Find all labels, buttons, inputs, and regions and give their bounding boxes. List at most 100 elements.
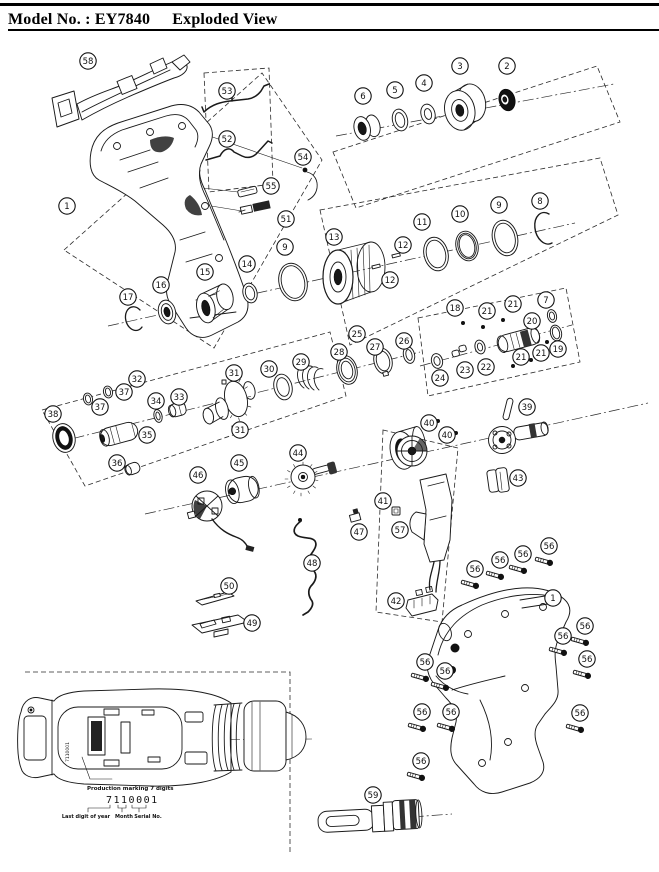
part-sleeve-35 — [99, 421, 139, 447]
balloon-52: 52 — [218, 130, 236, 148]
balloon-31: 31 — [225, 364, 243, 382]
balloon-53: 53 — [218, 82, 236, 100]
balloon-21: 21 — [504, 295, 522, 313]
balloon-54: 54 — [294, 148, 312, 166]
svg-text:4: 4 — [421, 79, 426, 89]
balloon-10: 10 — [451, 205, 469, 223]
svg-text:45: 45 — [234, 459, 245, 469]
part-boot-43 — [486, 467, 510, 493]
balloon-43: 43 — [509, 469, 527, 487]
part-pins-23 — [451, 344, 467, 358]
balloon-5: 5 — [386, 81, 404, 99]
svg-text:56: 56 — [416, 757, 427, 767]
balloon-32: 32 — [128, 370, 146, 388]
balloon-47: 47 — [350, 523, 368, 541]
svg-text:21: 21 — [508, 300, 519, 310]
balloon-1: 1 — [58, 197, 76, 215]
balloon-49: 49 — [243, 614, 261, 632]
balloon-7: 7 — [537, 291, 555, 309]
topview-drawing: 7110001 — [17, 688, 313, 787]
part-housing-right — [426, 587, 571, 795]
balloon-11: 11 — [413, 213, 431, 231]
part-shoulder-strap — [51, 54, 191, 128]
balloon-31: 31 — [231, 421, 249, 439]
part-oring-37b — [102, 385, 114, 399]
steel-ball — [511, 364, 515, 368]
balloon-24: 24 — [431, 369, 449, 387]
part-crank-39 — [488, 397, 549, 454]
svg-text:37: 37 — [119, 388, 130, 398]
part-plate-50 — [195, 591, 235, 606]
svg-text:56: 56 — [417, 708, 428, 718]
balloon-56: 56 — [491, 551, 509, 569]
part-bracket-47 — [348, 508, 362, 523]
balloon-37: 37 — [115, 383, 133, 401]
svg-text:22: 22 — [481, 363, 492, 373]
svg-text:41: 41 — [378, 497, 389, 507]
balloon-40: 40 — [420, 414, 438, 432]
screw-56 — [406, 771, 426, 781]
screw-56 — [570, 636, 590, 646]
vertical-serial-marking: 7110001 — [65, 742, 71, 762]
balloon-4: 4 — [415, 74, 433, 92]
part-bearing-2 — [498, 88, 516, 112]
svg-text:6: 6 — [360, 92, 365, 102]
svg-text:28: 28 — [334, 348, 345, 358]
balloon-29: 29 — [292, 353, 310, 371]
balloon-36: 36 — [108, 454, 126, 472]
part-connector-51 — [238, 200, 271, 215]
part-key-31a — [221, 379, 227, 385]
part-cap-15 — [196, 283, 234, 324]
svg-text:8: 8 — [537, 197, 542, 207]
part-snapring-8 — [534, 211, 553, 245]
svg-text:1: 1 — [550, 594, 555, 604]
balloon-9: 9 — [490, 196, 508, 214]
svg-text:34: 34 — [151, 397, 162, 407]
svg-text:56: 56 — [446, 708, 457, 718]
svg-text:56: 56 — [470, 565, 481, 575]
balloon-38: 38 — [44, 405, 62, 423]
svg-text:2: 2 — [504, 62, 509, 72]
svg-text:42: 42 — [391, 597, 402, 607]
part-fan-gear-44 — [284, 461, 337, 497]
screw-56 — [572, 669, 592, 679]
svg-text:39: 39 — [522, 403, 533, 413]
svg-text:40: 40 — [442, 431, 453, 441]
label-month: Month — [115, 814, 133, 820]
balloon-28: 28 — [330, 343, 348, 361]
balloon-55: 55 — [262, 177, 280, 195]
part-ring-38 — [52, 423, 76, 453]
svg-text:56: 56 — [495, 556, 506, 566]
balloon-51: 51 — [277, 210, 295, 228]
svg-text:58: 58 — [83, 57, 94, 67]
model-number-label: Model No. : EY7840 — [8, 11, 151, 28]
balloon-33: 33 — [170, 388, 188, 406]
balloon-56: 56 — [466, 560, 484, 578]
balloon-41: 41 — [374, 492, 392, 510]
balloon-30: 30 — [260, 360, 278, 378]
svg-text:25: 25 — [352, 330, 363, 340]
part-pins-12 — [371, 252, 401, 270]
screw-56 — [548, 646, 568, 656]
part-cup-6 — [353, 114, 381, 141]
svg-text:57: 57 — [395, 526, 406, 536]
label-serial-no: Serial No. — [134, 814, 162, 820]
svg-text:19: 19 — [553, 345, 564, 355]
balloon-15: 15 — [196, 263, 214, 281]
screw-56 — [410, 672, 430, 682]
svg-text:56: 56 — [582, 655, 593, 665]
svg-text:46: 46 — [193, 471, 204, 481]
balloon-9: 9 — [276, 238, 294, 256]
svg-text:40: 40 — [424, 419, 435, 429]
part-ring-5 — [391, 108, 409, 132]
svg-text:15: 15 — [200, 268, 211, 278]
production-note-label: Production marking 7 digits — [87, 786, 174, 792]
part-wire-53 — [201, 83, 270, 113]
screw-56 — [508, 564, 528, 574]
screw-56 — [534, 556, 554, 566]
part-stator-46 — [186, 490, 255, 552]
svg-text:56: 56 — [420, 658, 431, 668]
part-snapring-17 — [124, 306, 143, 332]
